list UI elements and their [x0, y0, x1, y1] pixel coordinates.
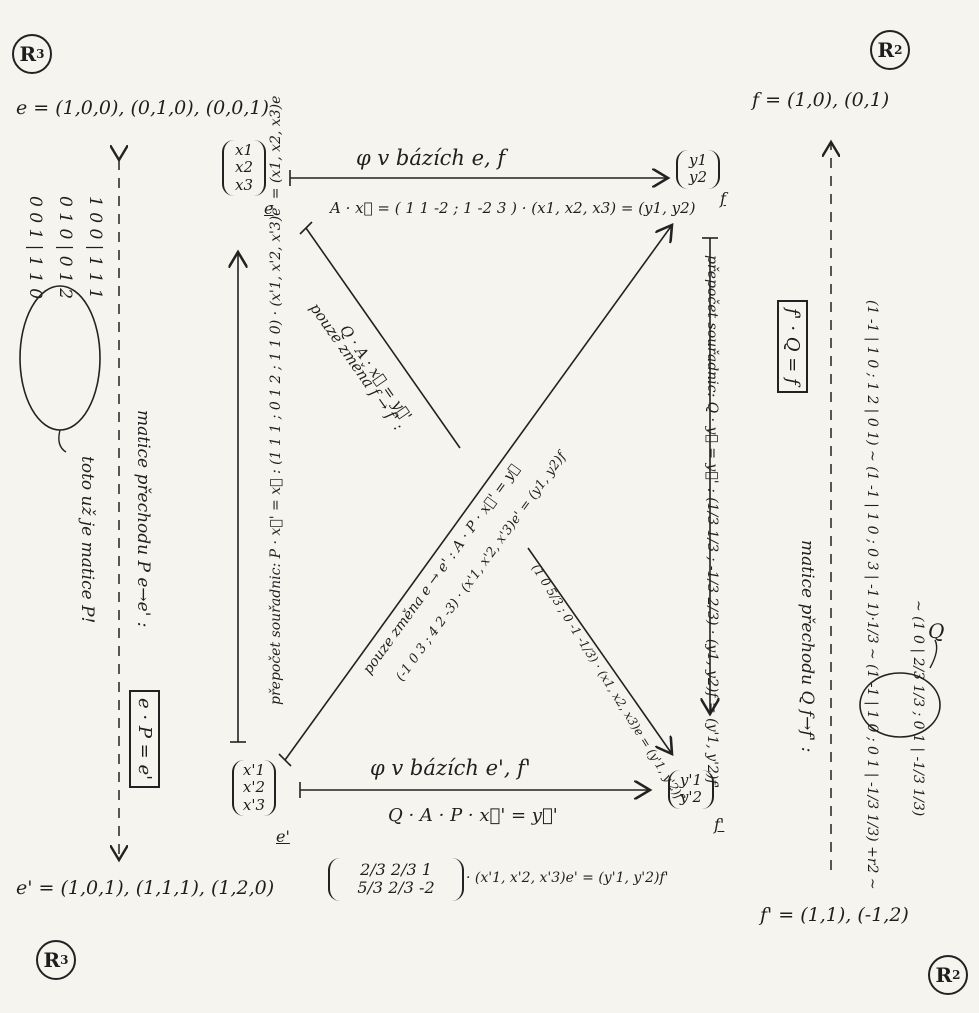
q-matrix-label: Q	[928, 619, 945, 643]
top-arrow-equation: A · x⃗ = ( 1 1 -2 ; 1 -2 3 ) · (x1, x2, …	[330, 199, 696, 217]
q-matrix-steps-1: (1 -1 | 1 0 ; 1 2 | 0 1) ~ (1 -1 | 1 0 ;…	[864, 300, 880, 890]
q-matrix-boxed-equation: f' · Q = f	[777, 300, 808, 393]
p-matrix-row1: 1 0 0 | 1 1 1	[85, 196, 105, 300]
top-arrow-label: φ v bázích e, f	[356, 146, 506, 170]
basis-f-prime: f' = (1,1), (-1,2)	[760, 904, 909, 926]
node-x-e-prime-subscript: e'	[276, 827, 290, 846]
bottom-arrow-equation: Q · A · P · x⃗' = y⃗'	[388, 805, 558, 826]
p-matrix-circle	[19, 285, 101, 431]
bottom-arrow-rhs: · (x'1, x'2, x'3)e' = (y'1, y'2)f'	[466, 870, 669, 886]
node-x-e-subscript: e	[264, 199, 274, 218]
q-matrix-caption: matice přechodu Q f→f' :	[797, 540, 817, 753]
basis-e-prime: e' = (1,0,1), (1,1,1), (1,2,0)	[16, 877, 275, 899]
p-matrix-note: toto už je matice P!	[77, 456, 97, 624]
right-vertical-annotation: přepočet souřadnic: Q · y⃗ = y⃗' : (1/3 …	[704, 255, 720, 789]
p-matrix-boxed-equation: e · P = e'	[129, 690, 160, 789]
bottom-arrow-label: φ v bázích e', f'	[370, 756, 531, 780]
node-y-f-prime-subscript: f'	[714, 815, 725, 834]
p-matrix-row3: 0 0 1 | 1 1 0	[25, 196, 45, 300]
node-y-f-subscript: f	[720, 189, 726, 208]
p-matrix-row2: 0 1 0 | 0 1 2	[55, 196, 75, 300]
left-vertical-annotation: přepočet souřadnic: P · x⃗' = x⃗ : (1 1 …	[268, 95, 284, 705]
p-matrix-caption: matice přechodu P e→e' :	[133, 410, 153, 628]
diagonal-arrow-down-b	[527, 547, 672, 754]
q-matrix-steps-2: ~ (1 0 | 2/3 1/3 ; 0 1 | -1/3 1/3)	[910, 600, 926, 817]
diagonal-arrow-up	[284, 225, 672, 761]
basis-e: e = (1,0,0), (0,1,0), (0,0,1)	[16, 97, 269, 119]
q-matrix-circle	[859, 672, 941, 738]
diagonal-arrow-down-a	[305, 227, 461, 449]
basis-f: f = (1,0), (0,1)	[752, 89, 890, 111]
